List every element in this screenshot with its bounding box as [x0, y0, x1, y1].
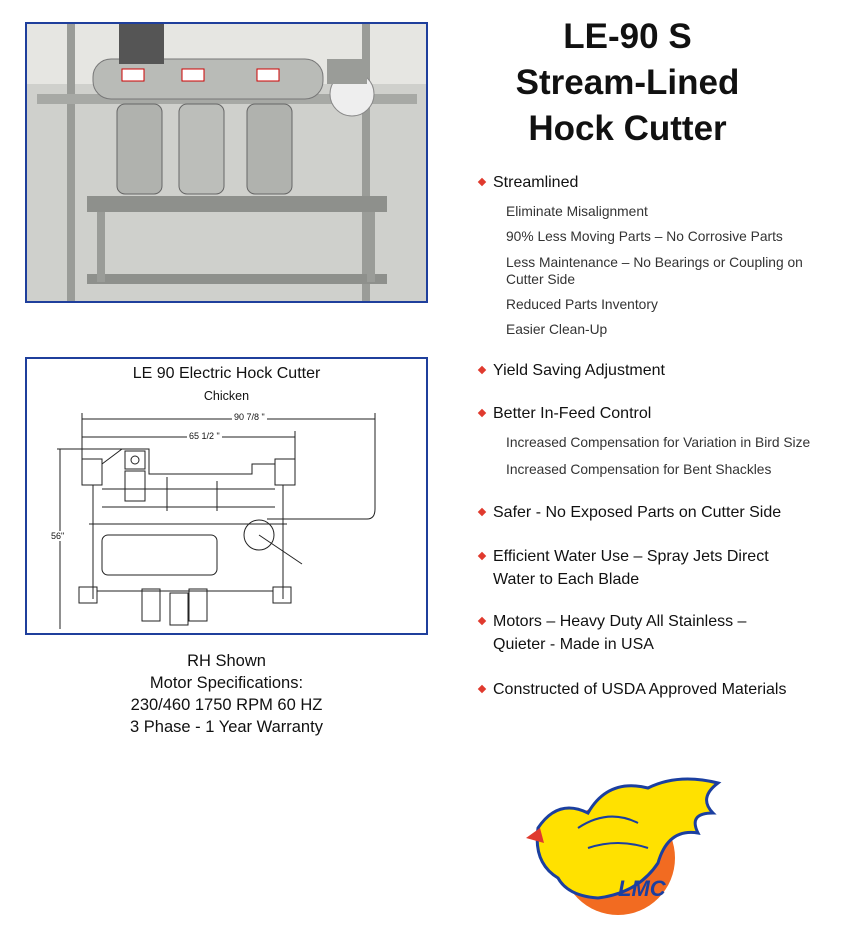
caption-motor-rpm: 230/460 1750 RPM 60 HZ [130, 696, 323, 714]
feature-sub: 90% Less Moving Parts – No Corrosive Par… [506, 229, 783, 244]
product-photo [25, 22, 428, 303]
feature-safer: Safer - No Exposed Parts on Cutter Side [493, 501, 781, 524]
caption-rh-shown: RH Shown [187, 652, 266, 670]
caption-warranty: 3 Phase - 1 Year Warranty [130, 718, 323, 736]
dimension-total-width: 90 7/8 " [232, 412, 267, 422]
title-line: Hock Cutter [528, 109, 727, 148]
feature-sub: Increased Compensation for Variation in … [506, 435, 811, 450]
dimension-frame-width: 65 1/2 " [187, 431, 222, 441]
feature-motors: Motors – Heavy Duty All Stainless – Quie… [493, 610, 793, 656]
feature-streamlined: Streamlined [493, 171, 578, 194]
feature-sub: Reduced Parts Inventory [506, 297, 658, 312]
feature-yield: Yield Saving Adjustment [493, 359, 665, 382]
feature-sub: Easier Clean-Up [506, 322, 608, 337]
title-line: LE-90 S [563, 17, 692, 56]
caption-motor-heading: Motor Specifications: [149, 674, 304, 692]
diagram-title: LE 90 Electric Hock Cutter [132, 365, 321, 382]
logo-text: LMC [618, 876, 667, 901]
feature-sub: Less Maintenance – No Bearings or Coupli… [506, 255, 803, 287]
feature-infeed: Better In-Feed Control [493, 402, 651, 425]
machine-line-drawing [57, 413, 376, 629]
dimension-diagram: LE 90 Electric Hock Cutter Chicken 90 7/… [25, 357, 428, 635]
feature-water: Efficient Water Use – Spray Jets Direct … [493, 545, 813, 591]
title-line: Stream-Lined [515, 63, 740, 102]
feature-sub: Eliminate Misalignment [506, 204, 648, 219]
lmc-logo: LMC [518, 768, 728, 918]
feature-usda: Constructed of USDA Approved Materials [493, 678, 786, 701]
feature-sub: Increased Compensation for Bent Shackles [506, 462, 772, 477]
diagram-subtitle: Chicken [203, 389, 250, 403]
dimension-height: 56" [49, 531, 67, 541]
page-title: LE-90 S Stream-Lined Hock Cutter [470, 14, 785, 152]
